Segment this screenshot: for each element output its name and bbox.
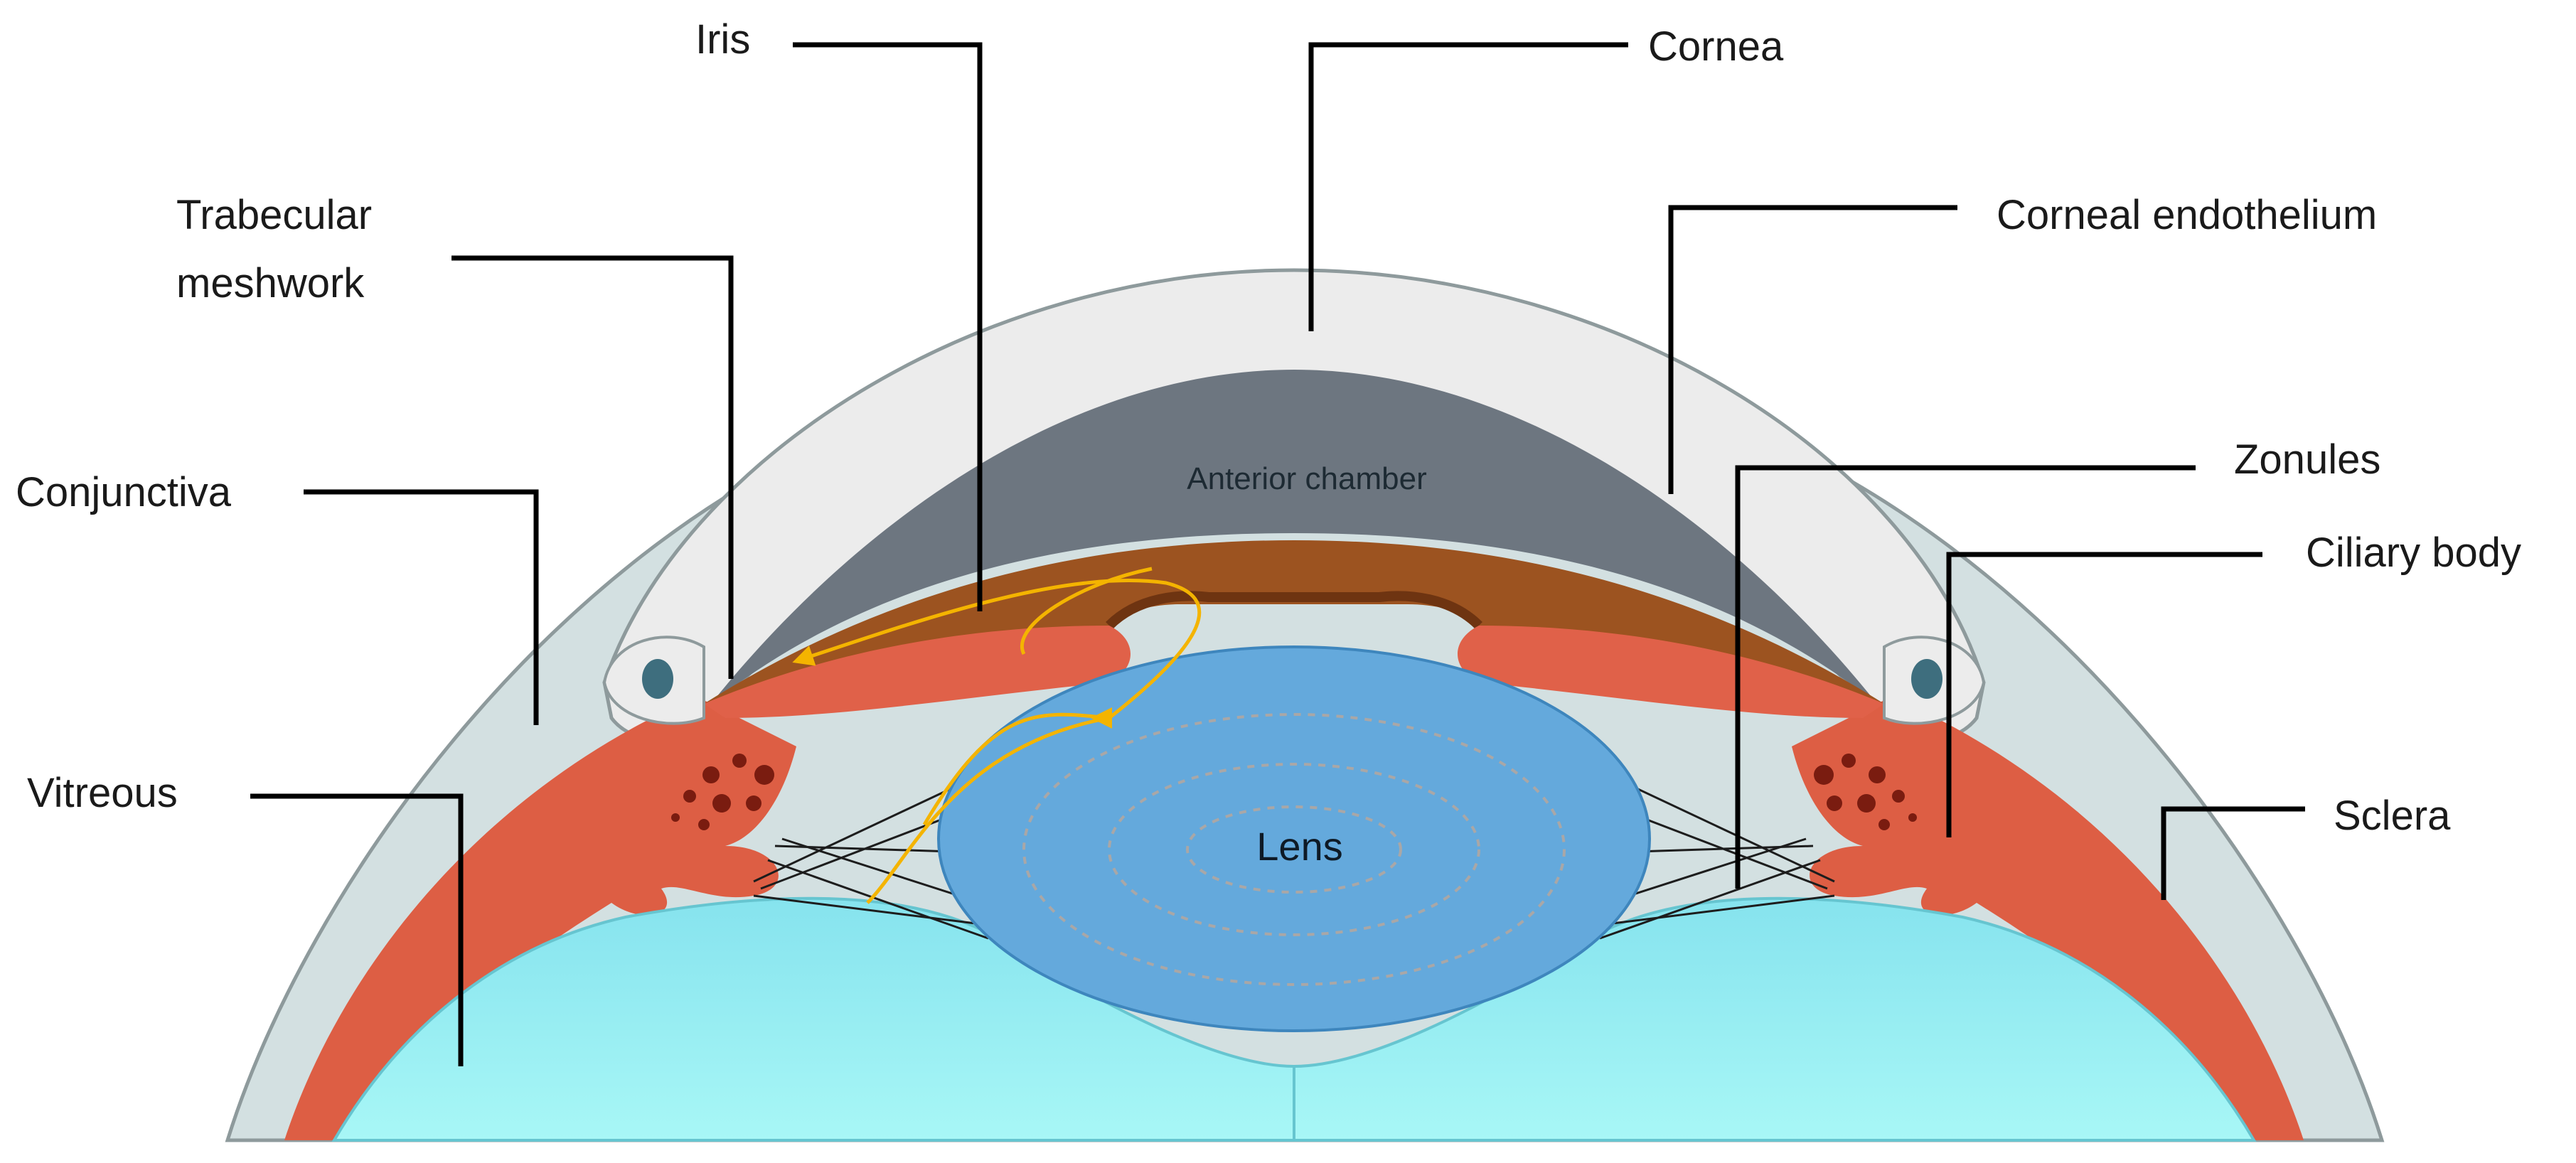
label-anterior-chamber: Anterior chamber [1187, 461, 1426, 496]
leader-zonules [1735, 465, 2196, 889]
label-zonules: Zonules [2234, 436, 2380, 483]
lens-shape [937, 645, 1651, 1032]
ciliary-body-right [1792, 697, 2304, 1140]
lens-rings [1022, 713, 1566, 986]
ciliary-dots-right [1814, 754, 1917, 830]
leader-iris [793, 42, 983, 611]
ciliary-dots-left [671, 754, 774, 830]
label-cornea: Cornea [1648, 23, 1784, 70]
iris-root-right [1458, 626, 1884, 718]
leader-conjunctiva [304, 489, 539, 725]
schlemm-canal-right [1883, 636, 1986, 725]
leader-cornea [1308, 42, 1628, 331]
leader-lines [250, 42, 2305, 1066]
label-conjunctiva: Conjunctiva [16, 469, 232, 515]
label-lens: Lens [1256, 824, 1342, 869]
ciliary-body-left [284, 697, 796, 1140]
vitreous-shape [331, 896, 2257, 1142]
label-trabecular-line1: Trabecular [176, 192, 372, 238]
leader-trabecular [451, 255, 734, 679]
aqueous-flow-arrows [792, 567, 1202, 904]
label-corneal-endothelium: Corneal endothelium [1997, 192, 2377, 238]
label-vitreous: Vitreous [27, 770, 178, 816]
anterior-chamber-shape [711, 370, 1877, 704]
leader-sclera [2161, 806, 2305, 900]
label-sclera: Sclera [2334, 793, 2451, 839]
leader-vitreous [250, 793, 464, 1066]
iris-inner-edge [1106, 591, 1482, 630]
label-iris: Iris [695, 16, 750, 63]
leader-corneal-endothelium [1668, 205, 1957, 494]
label-trabecular-line2: meshwork [176, 260, 365, 306]
schlemm-canal-left [602, 636, 705, 725]
leader-ciliary-body [1946, 552, 2262, 837]
label-ciliary-body: Ciliary body [2306, 530, 2521, 576]
iris-shape [704, 540, 1884, 704]
